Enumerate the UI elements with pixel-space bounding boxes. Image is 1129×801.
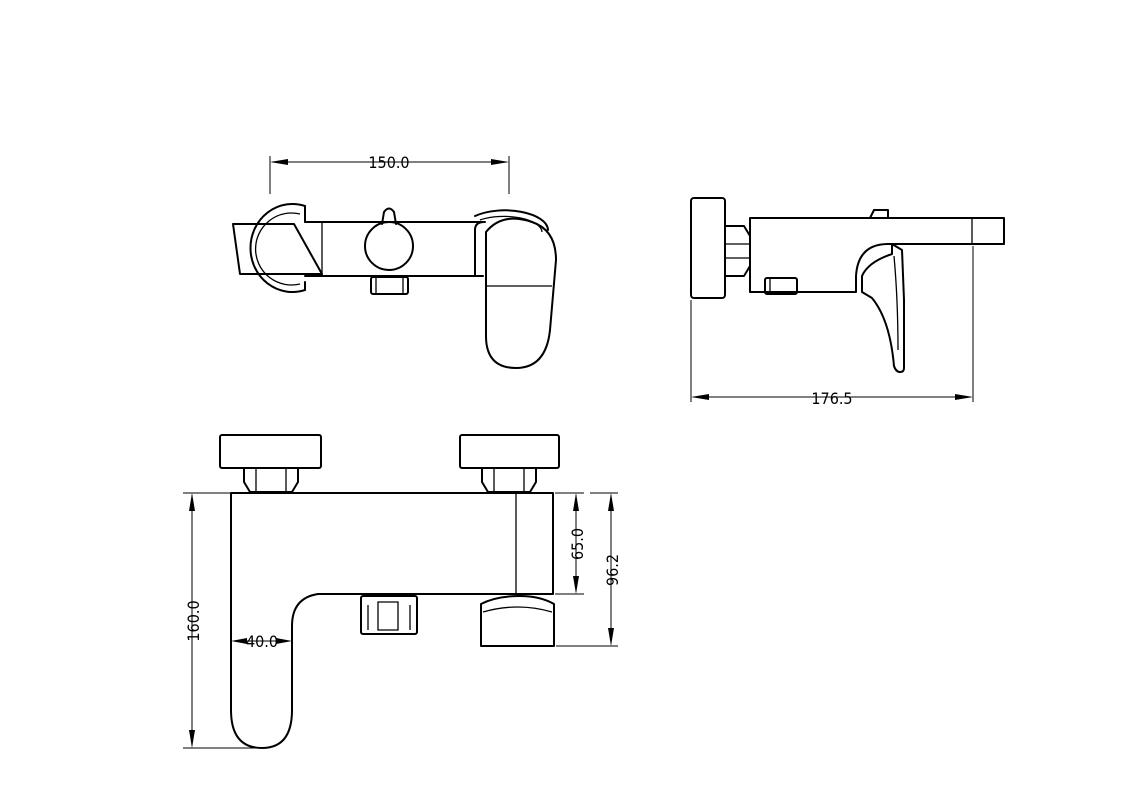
mixer-body-top <box>304 207 486 295</box>
front-outlet <box>480 595 555 647</box>
front-left-rosette <box>219 434 322 469</box>
dimension-top-width: 150.0 <box>269 153 510 194</box>
dimension-label-150: 150.0 <box>368 153 409 172</box>
side-body <box>749 209 1005 295</box>
dimension-side-length: 176.5 <box>690 246 974 408</box>
dimension-label-65: 65.0 <box>568 528 587 560</box>
front-view: 160.0 40.0 65.0 96.2 <box>183 434 622 749</box>
front-right-nut <box>481 467 537 493</box>
front-diverter <box>360 595 418 635</box>
side-rosette <box>690 197 726 299</box>
top-view: 150.0 <box>232 153 557 369</box>
side-view: 176.5 <box>690 197 1005 408</box>
right-rosette-handle <box>474 209 557 369</box>
front-left-nut <box>243 467 299 493</box>
dimension-total-depth: 96.2 <box>556 492 622 647</box>
front-right-rosette <box>459 434 560 469</box>
dimension-label-96-2: 96.2 <box>603 554 622 586</box>
dimension-label-160: 160.0 <box>184 600 203 641</box>
side-hex-nut <box>724 225 751 277</box>
left-rosette <box>232 203 323 293</box>
dimension-handle-offset: 40.0 <box>231 632 292 651</box>
dimension-front-height: 160.0 <box>183 492 262 749</box>
dimension-outlet-height: 65.0 <box>555 492 587 595</box>
dimension-label-40: 40.0 <box>246 632 278 651</box>
front-body <box>230 492 554 749</box>
dimension-label-176-5: 176.5 <box>811 389 852 408</box>
side-handle <box>861 243 905 373</box>
